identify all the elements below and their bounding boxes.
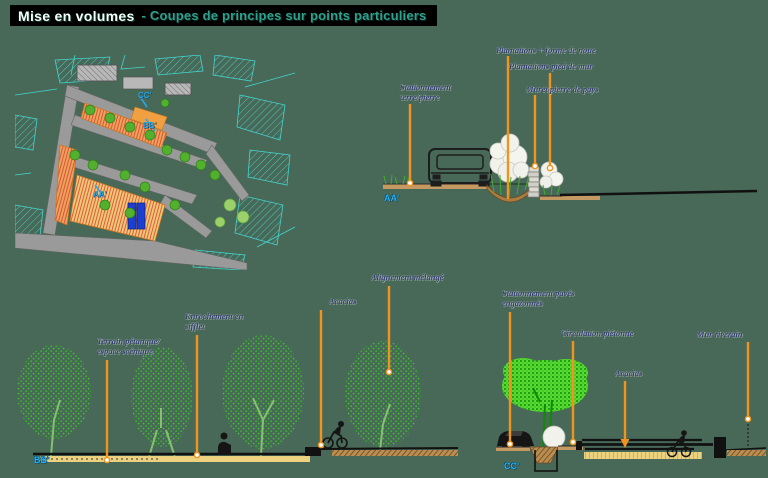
annotation-alignement: Alignement mélangé (371, 272, 444, 282)
section-cc (496, 358, 767, 472)
bb-ground-step (305, 447, 321, 456)
aa-grass-left (383, 174, 410, 185)
cc-cyclist (666, 430, 692, 458)
annotation-circulation-pietonne: Circulation piétonne (561, 328, 634, 338)
annotation-terrain-petanque: Terrain pétanque/ espace scénique (97, 336, 160, 357)
aa-ground-right (559, 189, 758, 197)
annotation-muret-pierre: Muret pierre de pays (526, 84, 599, 94)
page-title: Mise en volumes (18, 7, 135, 24)
annotation-acacias-bb: Acacias (329, 296, 357, 306)
plan-marker-aa: AA' (93, 190, 107, 199)
annotation-stationnement-terre-pierre: Stationnement terre/pierre (400, 82, 452, 103)
section-bb (17, 335, 459, 462)
aa-shrub-swale (489, 133, 530, 183)
bb-ground-hatch (40, 456, 310, 462)
aa-swale (486, 183, 535, 203)
site-plan (15, 55, 296, 270)
leader-arrowhead-acacias-cc (620, 439, 630, 448)
bb-slope-hatch (332, 450, 458, 456)
annotation-leaders (105, 56, 750, 460)
annotation-plantations-pied-de-mur: Plantations pied de mur (509, 61, 593, 71)
annotation-acacias-cc: Acacias (615, 368, 643, 378)
section-label-bb: BB' (34, 455, 50, 465)
bb-cyclist (322, 421, 348, 449)
bb-person-sitting (218, 432, 231, 455)
aa-car-silhouette (428, 148, 492, 187)
leader-end-markers (103, 162, 752, 464)
annotation-enrochement: Enrochement en sifflet (185, 311, 244, 332)
plan-marker-cc: CC' (138, 91, 152, 100)
bb-tree-row (17, 335, 421, 458)
title-bar: Mise en volumes - Coupes de principes su… (10, 5, 437, 26)
page-subtitle: - Coupes de principes sur points particu… (141, 8, 427, 23)
annotation-stationnement-paves: Stationnement pavés engazonnés (502, 288, 575, 309)
cc-shrub (542, 425, 566, 449)
cc-tree (502, 358, 588, 451)
aa-stone-wall (527, 166, 540, 198)
plan-section-cut-lines (94, 94, 156, 198)
plan-marker-bb: BB' (143, 121, 157, 130)
annotation-plantations-noue: Plantations + forme de noue (496, 45, 596, 55)
section-label-aa: AA' (384, 193, 400, 203)
aa-grass-swale (490, 173, 530, 198)
section-aa (383, 133, 758, 203)
cc-swale-structure (534, 450, 558, 472)
bb-ground-upper (317, 447, 459, 450)
cc-venelle (576, 437, 726, 459)
section-label-cc: CC' (504, 461, 520, 471)
cc-ground-right (727, 450, 766, 456)
plan-trees (69, 98, 250, 228)
aa-grass-wall-foot (542, 184, 561, 197)
annotation-mur-riverain: Mur riverain (697, 329, 743, 339)
